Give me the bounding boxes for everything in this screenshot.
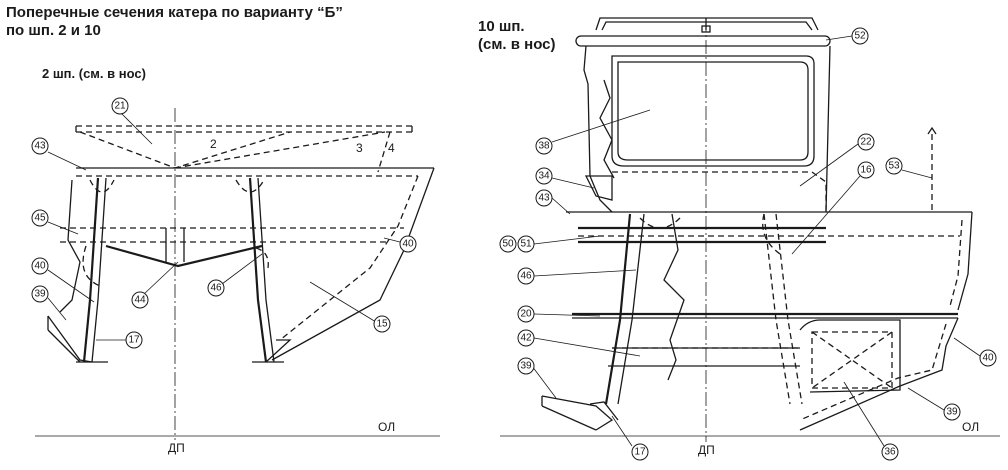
callout-43: 43 <box>31 137 49 155</box>
callout-21: 21 <box>111 97 129 115</box>
svg-text:21: 21 <box>114 101 126 112</box>
right-leaders <box>531 35 981 447</box>
right-left-foot <box>541 395 614 431</box>
callout-15: 15 <box>373 315 391 333</box>
hull-bottom-right <box>799 317 959 431</box>
callout-45: 45 <box>31 209 49 227</box>
drawing-title-line2: по шп. 2 и 10 <box>6 22 101 39</box>
frame-number-3: 3 <box>356 141 363 155</box>
bulkhead-36 <box>799 319 901 393</box>
svg-text:17: 17 <box>128 335 140 346</box>
right-left-leg-outer <box>604 213 632 405</box>
svg-text:50: 50 <box>502 239 514 250</box>
roof-rail-frame <box>595 17 819 31</box>
callout-44: 44 <box>131 291 149 309</box>
cabin-window <box>611 55 815 167</box>
svg-text:43: 43 <box>538 193 550 204</box>
svg-text:43: 43 <box>34 141 46 152</box>
left-foot <box>47 315 93 363</box>
svg-text:39: 39 <box>946 407 958 418</box>
section-10-title-line1: 10 шп. <box>478 18 525 35</box>
callout-46-right: 46 <box>517 267 535 285</box>
ol-label-right: ОЛ <box>962 420 979 434</box>
callout-17: 17 <box>125 331 143 349</box>
callout-43-right: 43 <box>535 189 553 207</box>
svg-text:46: 46 <box>520 271 532 282</box>
frame-number-4: 4 <box>388 141 395 155</box>
dp-label-left: ДП <box>168 441 185 455</box>
section-10-title: 10 шп. (см. в нос) <box>478 18 618 54</box>
svg-text:40: 40 <box>402 239 414 250</box>
right-leg-inner <box>257 177 275 363</box>
svg-text:40: 40 <box>34 261 46 272</box>
ol-label-left: ОЛ <box>378 420 395 434</box>
frame-line-2 <box>79 131 291 169</box>
svg-text:42: 42 <box>520 333 532 344</box>
svg-text:39: 39 <box>520 361 532 372</box>
callout-52: 52 <box>851 27 869 45</box>
frame-number-2: 2 <box>210 137 217 151</box>
callout-39: 39 <box>31 285 49 303</box>
svg-text:46: 46 <box>210 283 222 294</box>
dp-label-right: ДП <box>698 443 715 457</box>
callout-39-left: 39 <box>517 357 535 375</box>
callout-16: 16 <box>857 161 875 179</box>
left-leg-inner <box>91 177 107 363</box>
svg-text:38: 38 <box>538 141 550 152</box>
callout-34: 34 <box>535 167 553 185</box>
cabin-break-line <box>599 79 615 179</box>
callout-53: 53 <box>885 157 903 175</box>
callout-20: 20 <box>517 305 535 323</box>
middle-break-line <box>663 213 685 381</box>
callout-39-right: 39 <box>943 403 961 421</box>
callout-36: 36 <box>881 443 899 461</box>
svg-text:53: 53 <box>888 161 900 172</box>
svg-text:39: 39 <box>34 289 46 300</box>
svg-text:40: 40 <box>982 353 994 364</box>
tunnel-bottom <box>105 244 263 268</box>
callout-38: 38 <box>535 137 553 155</box>
section-2-title: 2 шп. (см. в нос) <box>42 66 146 81</box>
hull-side-right-dashed <box>279 175 419 341</box>
roof-rail <box>575 35 831 47</box>
frame-line-4 <box>377 131 391 173</box>
cabin-right-outer <box>825 45 831 213</box>
svg-text:15: 15 <box>376 319 388 330</box>
callout-40: 40 <box>31 257 49 275</box>
callout-50: 50 <box>499 235 517 253</box>
hull-side-right-10 <box>957 211 973 311</box>
right-leg-outer <box>248 177 268 363</box>
callout-40b: 40 <box>399 235 417 253</box>
svg-text:44: 44 <box>134 295 146 306</box>
callout-51: 51 <box>517 235 535 253</box>
drawing-title: Поперечные сечения катера по варианту “Б… <box>6 4 426 40</box>
right-section-drawing: ДП ОЛ <box>500 17 1000 457</box>
section-10-title-line2: (см. в нос) <box>478 36 556 53</box>
hull-side-right <box>271 167 435 361</box>
svg-text:34: 34 <box>538 171 550 182</box>
svg-text:36: 36 <box>884 447 896 458</box>
left-leg-outer <box>82 177 100 363</box>
svg-text:52: 52 <box>854 31 866 42</box>
drawing-title-line1: Поперечные сечения катера по варианту “Б… <box>6 4 343 21</box>
svg-text:51: 51 <box>520 239 532 250</box>
callout-40-right: 40 <box>979 349 997 367</box>
svg-text:22: 22 <box>860 137 872 148</box>
callout-46: 46 <box>207 279 225 297</box>
cabin-left-outer <box>583 45 613 213</box>
left-leaders <box>47 111 401 341</box>
svg-text:20: 20 <box>520 309 532 320</box>
svg-text:17: 17 <box>634 447 646 458</box>
svg-text:45: 45 <box>34 213 46 224</box>
left-section-drawing: 2 3 4 ДП ОЛ <box>35 108 440 455</box>
callout-42: 42 <box>517 329 535 347</box>
svg-text:16: 16 <box>860 165 872 176</box>
callout-22: 22 <box>857 133 875 151</box>
left-sheer-broken <box>59 179 81 313</box>
callout-17-right: 17 <box>631 443 649 461</box>
frame-line-3 <box>174 131 386 169</box>
